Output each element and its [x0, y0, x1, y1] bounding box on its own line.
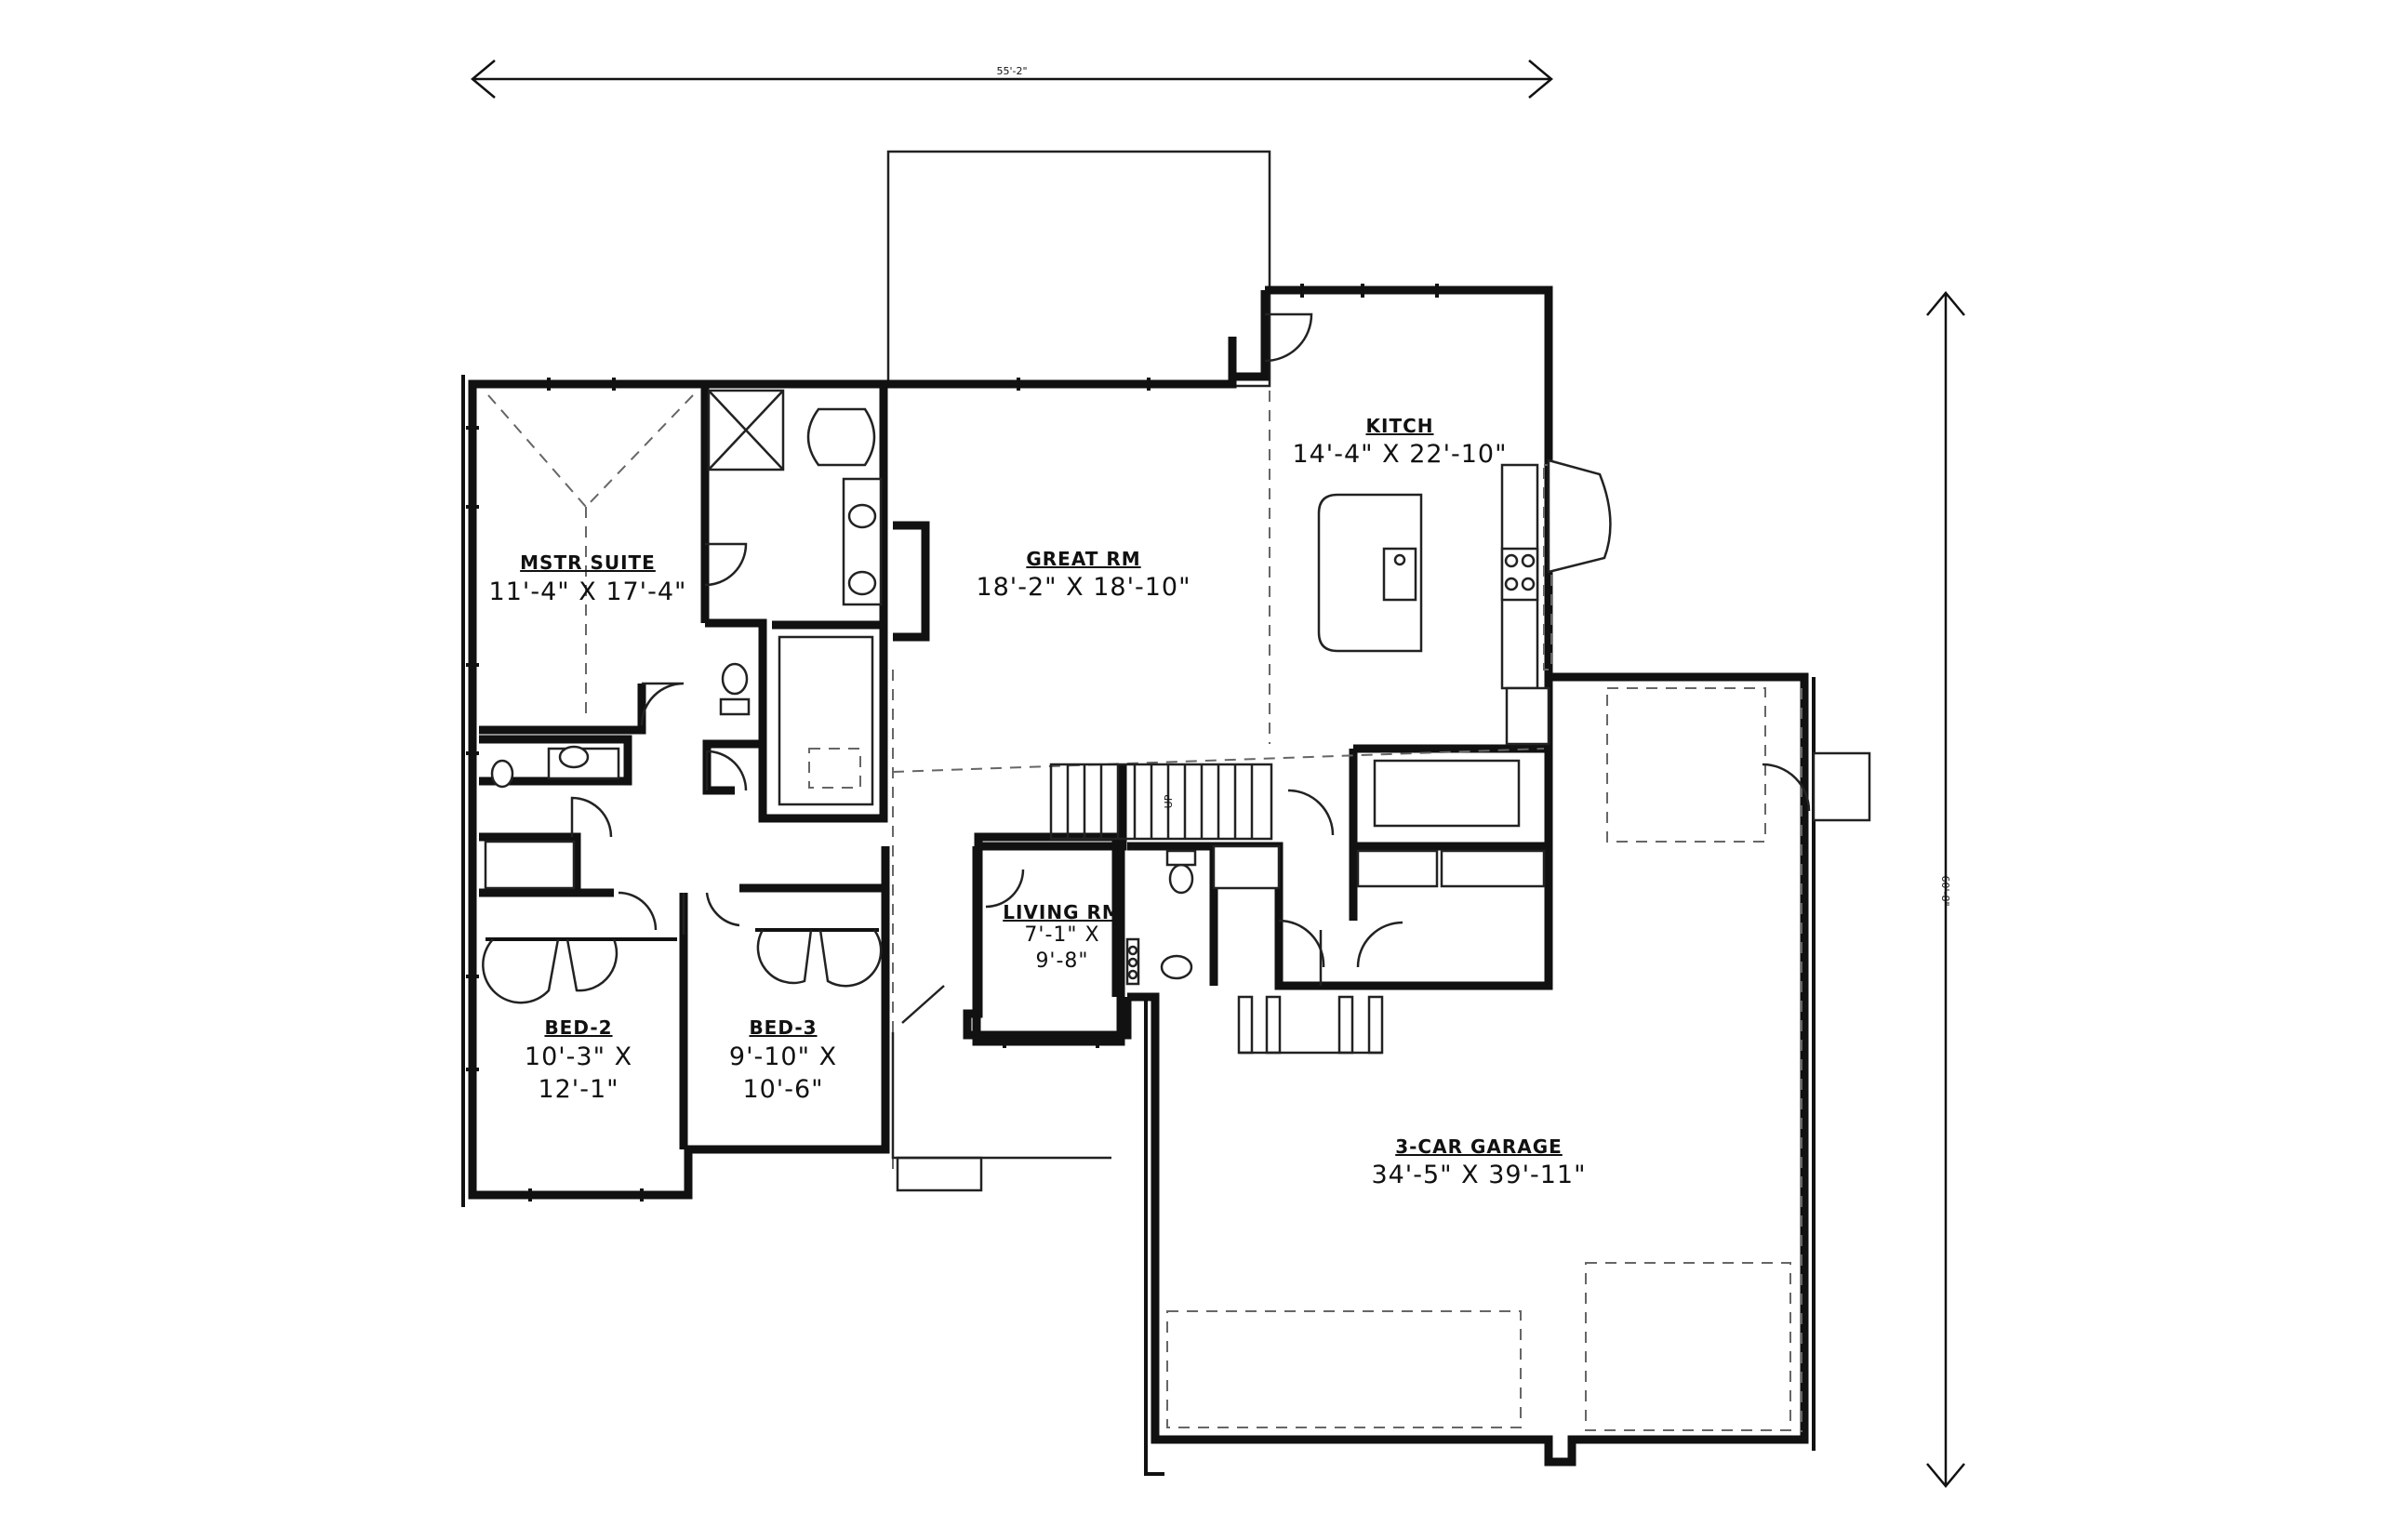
- garage-dims: 34'-5" X 39'-11": [1371, 1161, 1586, 1189]
- front-stoop: [891, 1032, 1111, 1192]
- hall-bath-fixtures: [484, 745, 620, 890]
- room-labels: MSTR SUITE 11'-4" X 17'-4" GREAT RM 18'-…: [489, 415, 1586, 1189]
- interior-walls: [479, 384, 1549, 1149]
- powder-fixtures: [1125, 759, 1546, 986]
- rear-patio: [886, 150, 1271, 388]
- stair-up-label: UP: [1163, 794, 1175, 808]
- depth-dimension: 60'-8": [1926, 291, 1965, 1488]
- garage-side-entry: [1812, 751, 1871, 822]
- bed-3-name: BED-3: [749, 1016, 817, 1039]
- bed-3-dims-1: 9'-10" X: [729, 1042, 837, 1071]
- living-room-dims-1: 7'-1" X: [1024, 923, 1099, 947]
- master-suite-name: MSTR SUITE: [520, 551, 656, 574]
- width-dimension: 55'-2": [471, 60, 1553, 99]
- garage-name: 3-CAR GARAGE: [1395, 1135, 1563, 1158]
- living-room-dims-2: 9'-8": [1035, 949, 1088, 973]
- bed-2-dims-1: 10'-3" X: [525, 1042, 632, 1071]
- kitchen-name: KITCH: [1366, 415, 1434, 437]
- stairs: UP: [1049, 763, 1273, 841]
- bed-2-dims-2: 12'-1": [538, 1075, 619, 1104]
- dashed-lines: [487, 391, 1802, 1432]
- depth-dimension-label: 60'-8": [1939, 875, 1951, 906]
- living-room-name: LIVING RM: [1003, 901, 1122, 923]
- porch-posts: [1237, 995, 1384, 1055]
- kitchen-dims: 14'-4" X 22'-10": [1292, 440, 1507, 469]
- great-room-dims: 18'-2" X 18'-10": [976, 573, 1190, 602]
- bed-2-name: BED-2: [544, 1016, 612, 1039]
- master-suite-dims: 11'-4" X 17'-4": [489, 578, 687, 606]
- exterior-walls: [461, 285, 1816, 1476]
- kitchen-fixtures: [1317, 458, 1612, 746]
- doors: [570, 312, 1811, 1024]
- width-dimension-label: 55'-2": [996, 65, 1027, 77]
- bed-3-dims-2: 10'-6": [742, 1075, 823, 1104]
- windows: [466, 284, 1439, 1201]
- great-room-name: GREAT RM: [1026, 548, 1140, 570]
- master-bath-fixtures: [707, 389, 883, 806]
- closet-doors: [482, 928, 883, 1004]
